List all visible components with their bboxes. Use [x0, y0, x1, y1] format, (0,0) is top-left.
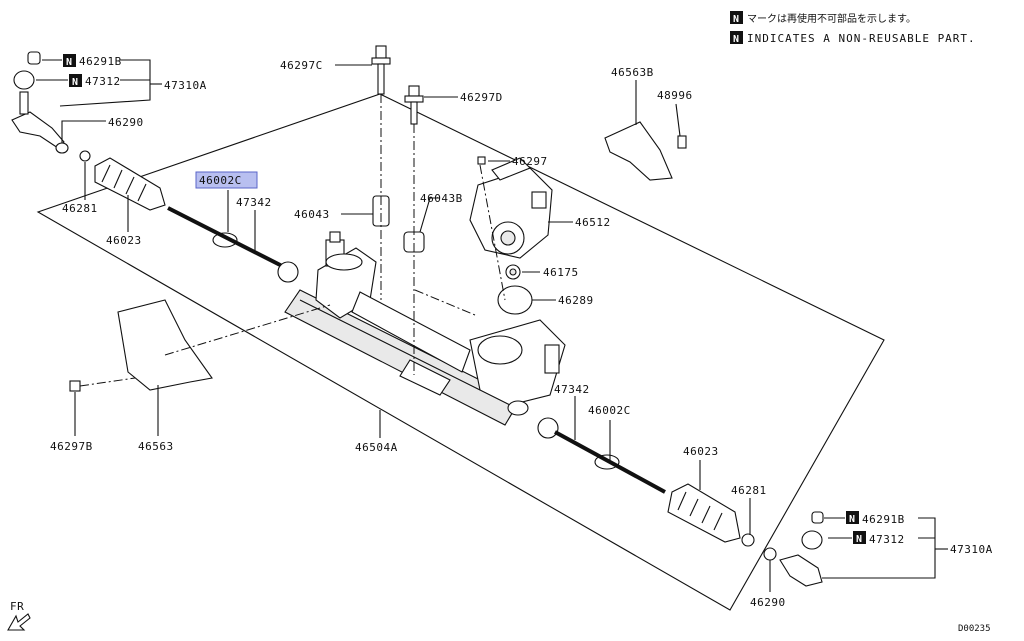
label-46290-right[interactable]: 46290: [750, 596, 786, 609]
label-46281-right[interactable]: 46281: [731, 484, 767, 497]
svg-text:N: N: [66, 57, 72, 68]
steering-rack-housing: [284, 231, 566, 426]
label-48996[interactable]: 48996: [657, 89, 693, 102]
leader-lines: [36, 59, 948, 592]
label-46291b-right[interactable]: 46291B: [862, 513, 905, 526]
label-46281-left[interactable]: 46281: [62, 202, 98, 215]
n-badge-icon: [846, 511, 859, 524]
diagram-code: D00235: [958, 624, 991, 634]
label-46043b[interactable]: 46043B: [420, 192, 463, 205]
n-badge-icon: [853, 531, 866, 544]
front-indicator-label: FR: [10, 600, 24, 613]
legend-english-text: INDICATES A NON-REUSABLE PART.: [747, 32, 976, 45]
label-46290-left[interactable]: 46290: [108, 116, 144, 129]
label-46175[interactable]: 46175: [543, 266, 579, 279]
legend-japanese-text: マークは再使用不可部品を示します。: [747, 12, 916, 25]
n-badge-letter: N: [733, 34, 739, 45]
svg-text:N: N: [72, 77, 78, 88]
svg-text:N: N: [849, 514, 855, 525]
label-46297b[interactable]: 46297B: [50, 440, 93, 453]
eps-motor-unit: [469, 157, 553, 259]
label-46023-left[interactable]: 46023: [106, 234, 142, 247]
label-46504a[interactable]: 46504A: [355, 441, 398, 454]
label-46043[interactable]: 46043: [294, 208, 330, 221]
label-47312-left[interactable]: 47312: [85, 75, 121, 88]
bolt-46297b: [69, 380, 81, 392]
label-46002c-right[interactable]: 46002C: [588, 404, 631, 417]
label-46297c[interactable]: 46297C: [280, 59, 323, 72]
n-badge-icon: [730, 31, 743, 44]
svg-text:N: N: [856, 534, 862, 545]
label-47310a-left[interactable]: 47310A: [164, 79, 207, 92]
label-47342-left[interactable]: 47342: [236, 196, 272, 209]
label-46297d[interactable]: 46297D: [460, 91, 503, 104]
n-badge-icon: [730, 11, 743, 24]
label-47310a-right[interactable]: 47310A: [950, 543, 993, 556]
n-badge-icon: [63, 54, 76, 67]
bracket-46563b: [604, 121, 673, 181]
label-46563b[interactable]: 46563B: [611, 66, 654, 79]
left-inner-tie-rod-47342: [167, 206, 299, 283]
part-labels: 46291B 47312 47310A 46290 46281 46023 46…: [50, 55, 993, 609]
selected-part-highlight: [195, 171, 258, 189]
bolt-46297d: [404, 85, 424, 125]
left-tie-rod-end: [11, 51, 69, 154]
left-boot-46023: [79, 150, 166, 211]
label-47342-right[interactable]: 47342: [554, 383, 590, 396]
label-46291b-left[interactable]: 46291B: [79, 55, 122, 68]
right-tie-rod-end: [763, 511, 824, 587]
label-47312-right[interactable]: 47312: [869, 533, 905, 546]
n-badge-letter: N: [733, 14, 739, 25]
legend: N マークは再使用不可部品を示します。 N INDICATES A NON-RE…: [730, 11, 976, 45]
bolt-48996: [677, 135, 687, 149]
bolt-46297: [477, 156, 486, 165]
n-badge-icon: [69, 74, 82, 87]
label-46297[interactable]: 46297: [512, 155, 548, 168]
label-46002c-left[interactable]: 46002C: [199, 174, 242, 187]
bolt-46297c: [371, 45, 391, 95]
label-46563[interactable]: 46563: [138, 440, 174, 453]
assembly-boundary: [36, 93, 885, 611]
heat-shield-46563: [117, 299, 213, 391]
right-inner-tie-rod-47342: [537, 417, 666, 494]
right-boot-46023: [667, 483, 755, 547]
front-arrow-icon: [7, 613, 31, 631]
label-46289[interactable]: 46289: [558, 294, 594, 307]
label-46023-right[interactable]: 46023: [683, 445, 719, 458]
label-46512[interactable]: 46512: [575, 216, 611, 229]
